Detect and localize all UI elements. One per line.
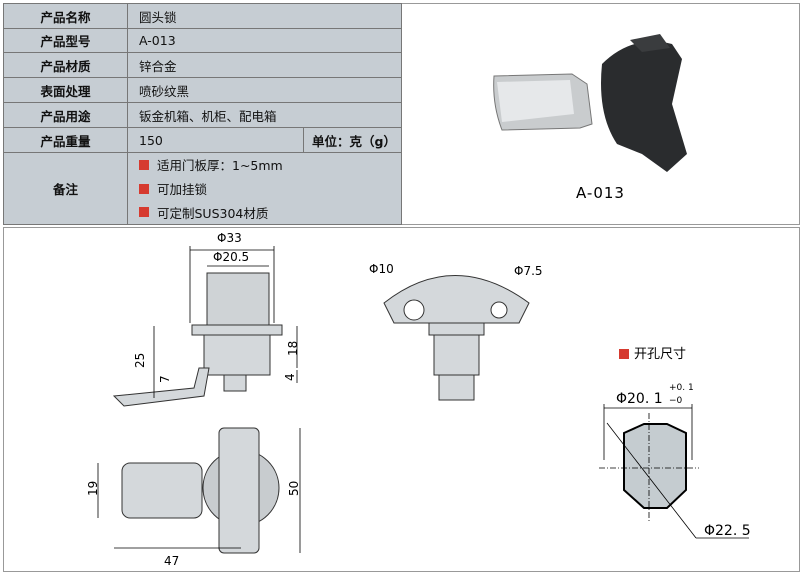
product-photo bbox=[493, 34, 687, 172]
washer bbox=[191, 324, 283, 336]
dim-19: 19 bbox=[86, 481, 100, 496]
dim-4: 4 bbox=[283, 373, 297, 381]
label: 产品重量 bbox=[4, 128, 128, 152]
value: 150 bbox=[139, 132, 163, 148]
dim-47: 47 bbox=[164, 554, 179, 568]
note-text: 适用门板厚：1~5mm bbox=[157, 158, 283, 174]
cutout-tol-plus: +0. 1 bbox=[669, 383, 694, 393]
note-text: 可加挂锁 bbox=[157, 182, 208, 197]
bullet-icon bbox=[139, 159, 149, 170]
bullet-icon bbox=[619, 349, 629, 359]
cutout-shape bbox=[623, 423, 687, 509]
photo-caption: A-013 bbox=[576, 184, 625, 202]
note: 适用门板厚：1~5mm bbox=[139, 153, 283, 177]
dim-d7-5: Φ7.5 bbox=[514, 264, 543, 278]
label: 表面处理 bbox=[4, 78, 128, 102]
value: A-013 bbox=[139, 33, 176, 48]
value: 锌合金 bbox=[139, 58, 177, 74]
bullet-icon bbox=[139, 183, 149, 194]
row-finish: 表面处理喷砂纹黑 bbox=[4, 78, 401, 103]
label: 产品材质 bbox=[4, 53, 128, 77]
product-photo-panel: A-013 bbox=[402, 3, 800, 225]
dim-7: 7 bbox=[158, 375, 172, 383]
wing-knob bbox=[218, 427, 260, 554]
label: 产品用途 bbox=[4, 103, 128, 127]
cutout-diagonal: Φ22. 5 bbox=[704, 523, 751, 539]
cam bbox=[112, 367, 210, 407]
value: 喷砂纹黑 bbox=[139, 83, 190, 99]
row-material: 产品材质锌合金 bbox=[4, 53, 401, 78]
body bbox=[203, 334, 271, 376]
unit: 单位：克（g） bbox=[303, 128, 401, 152]
dim-18: 18 bbox=[286, 341, 300, 356]
cam-bottom bbox=[121, 462, 203, 519]
row-notes: 备注 适用门板厚：1~5mm 可加挂锁 可定制SUS304材质 bbox=[4, 153, 401, 224]
row-weight: 产品重量 150 单位：克（g） bbox=[4, 128, 401, 153]
label: 备注 bbox=[4, 153, 128, 224]
dim-d20-5: Φ20.5 bbox=[213, 250, 249, 264]
row-usage: 产品用途钣金机箱、机柜、配电箱 bbox=[4, 103, 401, 128]
note: 可加挂锁 bbox=[139, 177, 207, 201]
drawing-svg: Φ33 Φ20.5 25 18 7 4 Φ10 Φ7.5 19 50 47 开孔… bbox=[86, 231, 751, 568]
spec-table: 产品名称圆头锁 产品型号 A-013 产品材质锌合金 表面处理喷砂纹黑 产品用途钣… bbox=[3, 3, 402, 225]
note: 可定制SUS304材质 bbox=[139, 200, 268, 224]
dim-d33: Φ33 bbox=[217, 231, 242, 245]
technical-drawing: Φ33 Φ20.5 25 18 7 4 Φ10 Φ7.5 19 50 47 开孔… bbox=[3, 227, 800, 572]
dim-50: 50 bbox=[287, 481, 301, 496]
dim-d10: Φ10 bbox=[369, 262, 394, 276]
dim-25: 25 bbox=[133, 353, 147, 368]
note-text: 可定制SUS304材质 bbox=[157, 205, 269, 221]
value: 圆头锁 bbox=[139, 9, 177, 25]
bullet-icon bbox=[139, 207, 149, 218]
row-model: 产品型号 A-013 bbox=[4, 29, 401, 53]
cutout-title: 开孔尺寸 bbox=[634, 347, 686, 362]
knob-side bbox=[206, 272, 270, 326]
label: 产品名称 bbox=[4, 4, 128, 28]
row-name: 产品名称圆头锁 bbox=[4, 4, 401, 29]
cutout-tol-minus: −0 bbox=[669, 396, 683, 406]
value: 钣金机箱、机柜、配电箱 bbox=[139, 108, 277, 124]
label: 产品型号 bbox=[4, 29, 128, 52]
cutout-width: Φ20. 1 bbox=[616, 391, 663, 407]
